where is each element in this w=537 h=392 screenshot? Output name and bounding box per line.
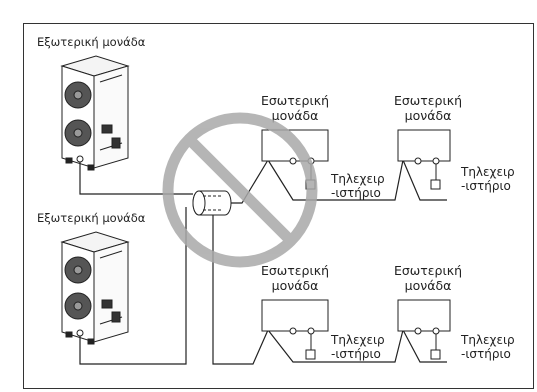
remote-controller-icon (430, 349, 441, 360)
outdoor-unit-top (60, 55, 130, 171)
wire-top-chain (267, 157, 447, 201)
wire-to-indoor-top-left (229, 159, 269, 204)
wire-outdoor-top (79, 162, 193, 195)
remote-label-top-right-line2: -ιστήριο (461, 179, 511, 193)
remote-label-bottom-left-line2: -ιστήριο (331, 347, 381, 361)
indoor-unit-top-right: Εσωτερική μονάδα (394, 93, 462, 190)
remote-label-top-right-line1: Τηλεχειρ (460, 165, 515, 179)
wire-to-indoor-bottom-left (212, 209, 269, 365)
remote-label-bottom-right-line2: -ιστήριο (461, 347, 511, 361)
wire-bottom-chain (267, 328, 447, 363)
remote-controller-icon (430, 179, 441, 190)
indoor-unit-label-line1: Εσωτερική (261, 263, 329, 278)
outdoor-unit-label-top: Εξωτερική μονάδα (37, 35, 146, 49)
indoor-unit-label-line2: μονάδα (405, 278, 452, 293)
remote-controller-icon (305, 349, 316, 360)
indoor-unit-label-line2: μονάδα (272, 108, 319, 123)
indoor-unit-bottom-left: Εσωτερική μονάδα (261, 263, 329, 360)
wire-outdoor-bottom (79, 207, 187, 365)
prohibited-icon (162, 112, 318, 268)
remote-label-top-left-line2: -ιστήριο (331, 186, 381, 200)
indoor-unit-bottom-right: Εσωτερική μονάδα (394, 263, 462, 360)
indoor-unit-label-line1: Εσωτερική (394, 93, 462, 108)
outdoor-unit-bottom (60, 231, 130, 345)
wiring (79, 157, 447, 365)
indoor-unit-label-line1: Εσωτερική (394, 263, 462, 278)
remote-label-bottom-right-line1: Τηλεχειρ (460, 333, 515, 347)
indoor-unit-label-line1: Εσωτερική (261, 93, 329, 108)
diagram-frame (23, 23, 534, 389)
cable-connector (192, 190, 232, 216)
remote-label-top-left-line1: Τηλεχειρ (330, 172, 385, 186)
outdoor-unit-label-bottom: Εξωτερική μονάδα (37, 211, 146, 225)
indoor-unit-label-line2: μονάδα (272, 278, 319, 293)
indoor-unit-label-line2: μονάδα (405, 108, 452, 123)
remote-label-bottom-left-line1: Τηλεχειρ (330, 333, 385, 347)
